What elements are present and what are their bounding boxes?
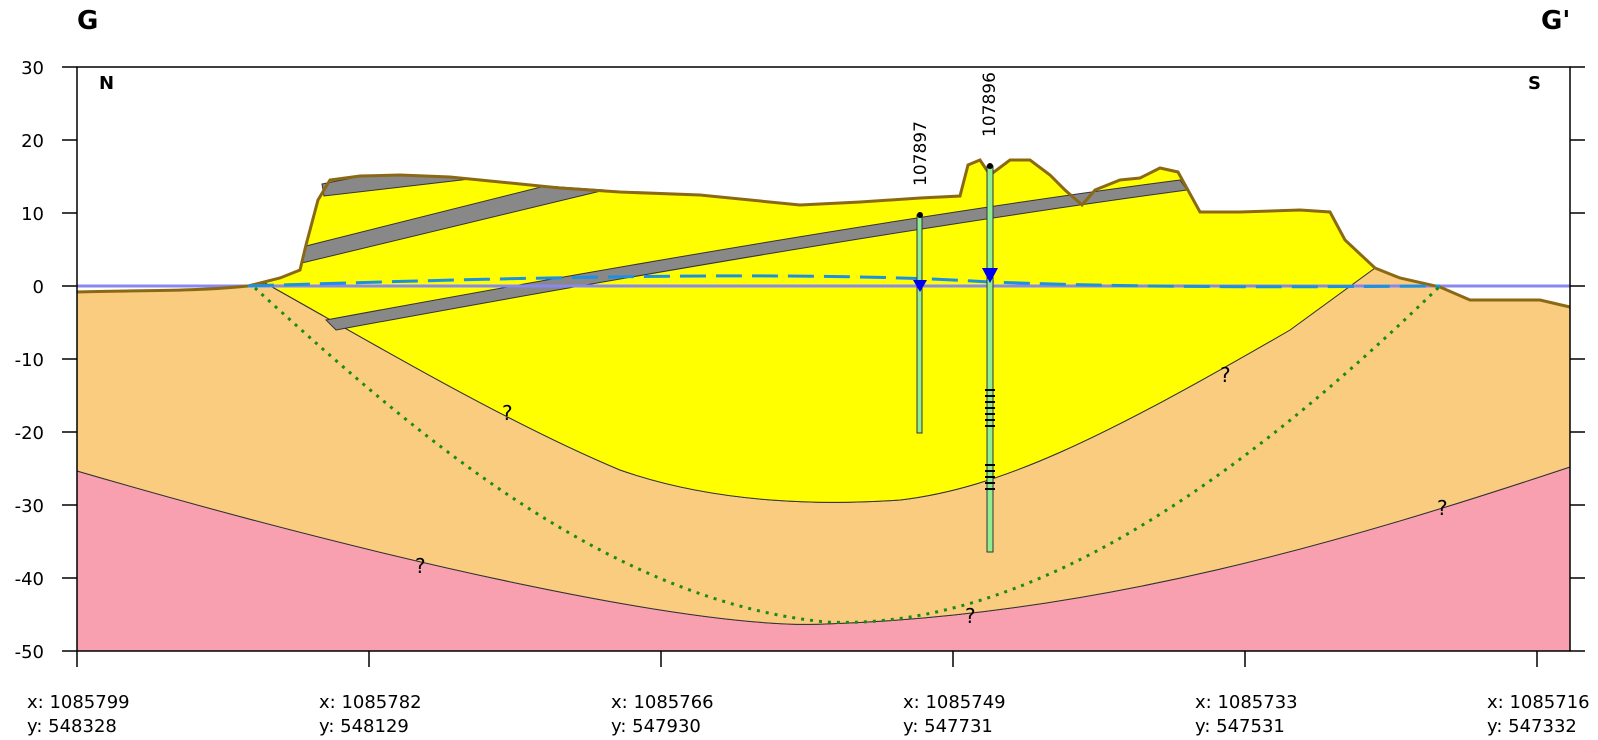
station-y: y: 547531 <box>1195 716 1285 737</box>
station-x: x: 1085749 <box>903 692 1006 713</box>
north-label: N <box>99 73 114 94</box>
y-tick-label: -20 <box>15 423 44 444</box>
y-tick-label: 20 <box>21 131 44 152</box>
station-y: y: 548328 <box>27 716 117 737</box>
station-x: x: 1085782 <box>319 692 422 713</box>
well-107896: 107896 <box>980 72 1000 553</box>
station-y: y: 547332 <box>1487 716 1577 737</box>
y-tick-label: -10 <box>15 350 44 371</box>
water-level-marker <box>913 280 927 292</box>
section-start-label: G <box>77 6 98 36</box>
water-table-line <box>247 274 1441 289</box>
uncertain-marker: ? <box>1220 363 1231 387</box>
uncertain-marker: ? <box>965 604 976 628</box>
station-x: x: 1085716 <box>1487 692 1590 713</box>
well-top-point <box>987 163 993 169</box>
y-tick-label: -50 <box>15 642 44 663</box>
y-tick-label: -40 <box>15 569 44 590</box>
uncertain-marker: ? <box>502 401 513 425</box>
well-casing <box>916 214 923 434</box>
uncertain-marker: ? <box>1437 496 1448 520</box>
section-end-label: G' <box>1541 6 1570 36</box>
left-y-tick-labels: 30 20 10 0 -10 -20 -30 -40 -50 <box>15 58 44 663</box>
station-labels: x: 1085799 y: 548328 x: 1085782 y: 54812… <box>27 692 1590 737</box>
station-y: y: 547731 <box>903 716 993 737</box>
x-axis-ticks <box>76 651 1538 667</box>
station-x: x: 1085799 <box>27 692 130 713</box>
south-label: S <box>1528 73 1541 94</box>
ground-surface <box>76 158 1571 309</box>
water-level-marker <box>982 268 998 283</box>
geologic-units <box>76 159 1571 652</box>
dotted-boundary <box>253 284 1442 624</box>
uncertain-markers: ? ? ? ? ? <box>415 363 1448 628</box>
y-tick-label: -30 <box>15 496 44 517</box>
station-y: y: 547930 <box>611 716 701 737</box>
y-tick-label: 10 <box>21 204 44 225</box>
left-y-axis <box>62 66 77 652</box>
well-label: 107897 <box>911 121 931 186</box>
well-107897: 107897 <box>911 121 931 434</box>
y-tick-label: 0 <box>33 277 44 298</box>
y-tick-label: 30 <box>21 58 44 79</box>
well-screen <box>985 389 995 427</box>
right-y-axis <box>1570 66 1585 652</box>
well-top-point <box>917 212 923 218</box>
well-screen <box>985 464 995 490</box>
well-casing <box>986 165 994 553</box>
uncertain-marker: ? <box>415 554 426 578</box>
well-label: 107896 <box>980 72 1000 137</box>
station-x: x: 1085766 <box>611 692 714 713</box>
station-y: y: 548129 <box>319 716 409 737</box>
station-x: x: 1085733 <box>1195 692 1298 713</box>
